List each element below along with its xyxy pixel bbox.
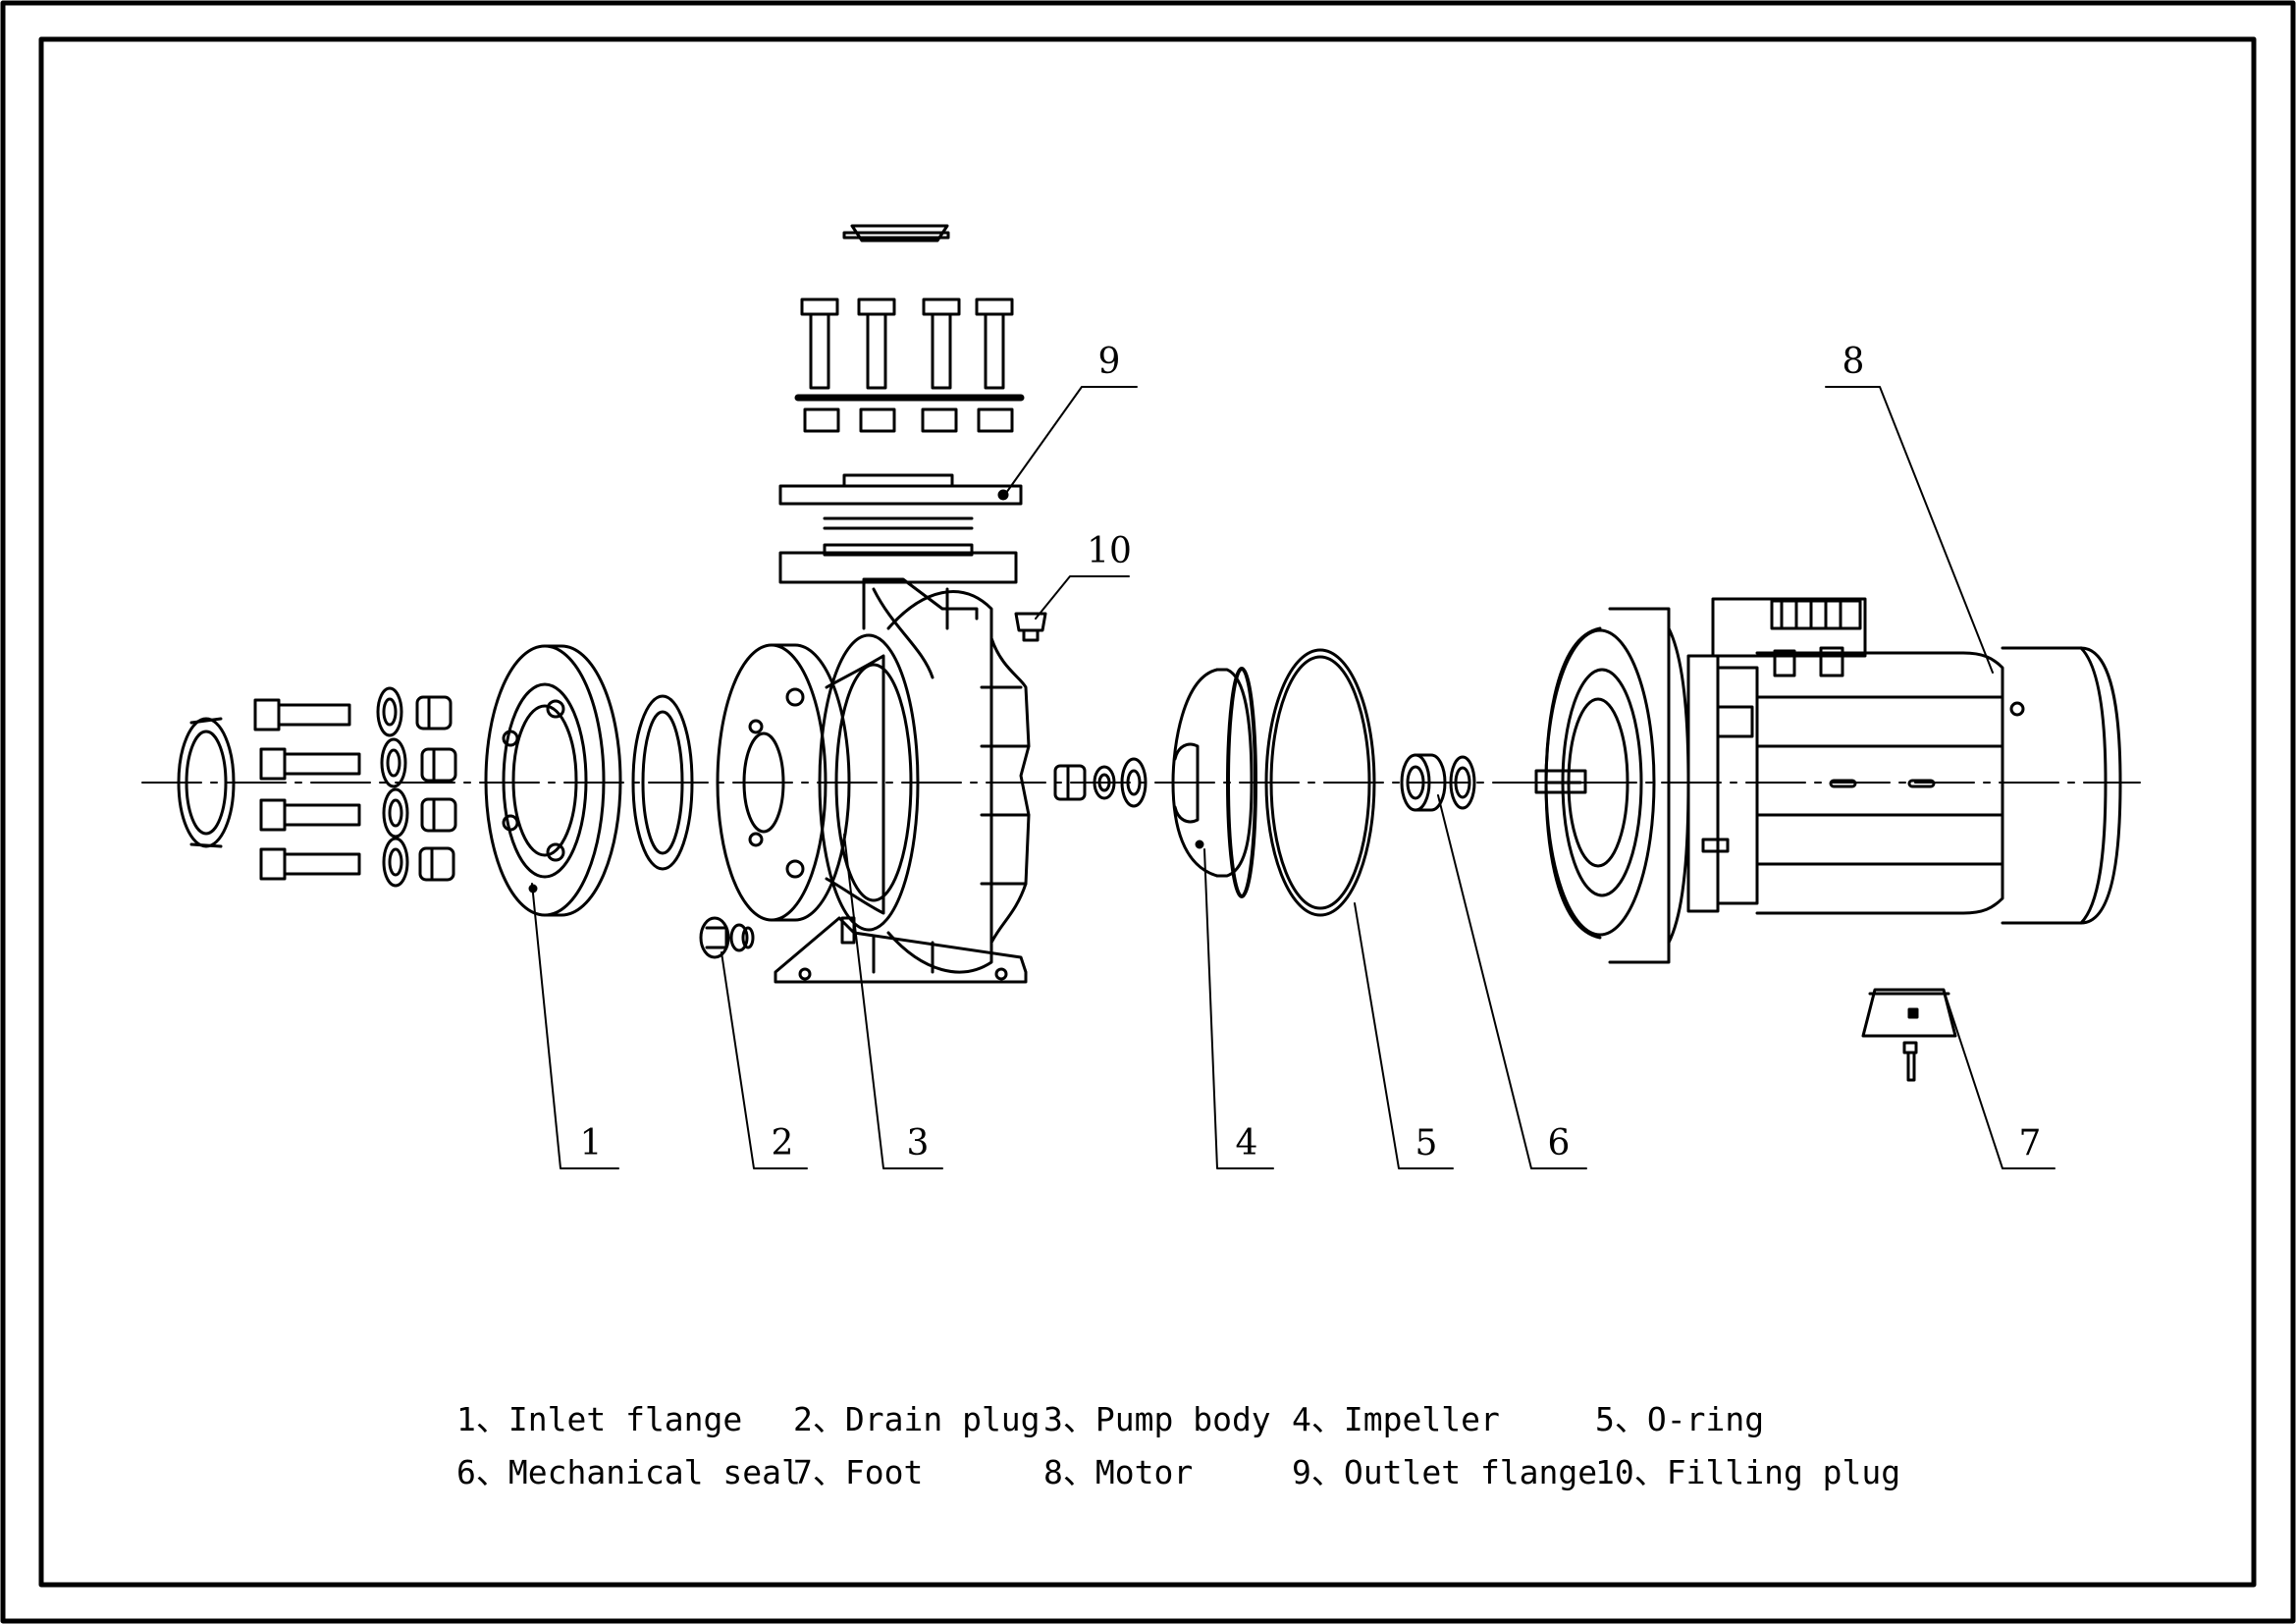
legend-item-impeller: 4、Impeller <box>1292 1400 1500 1438</box>
mechanical-seal <box>1400 753 1476 812</box>
callout-3: 3 <box>906 1123 930 1164</box>
outlet-bolts <box>800 298 1014 390</box>
callout-6: 6 <box>1547 1123 1571 1164</box>
legend-item-foot: 7、Foot <box>793 1453 924 1491</box>
impeller <box>1171 667 1257 898</box>
legend-item-drain-plug: 2、Drain plug <box>793 1400 1041 1438</box>
pipe-gasket-ring <box>177 717 236 848</box>
impeller-nut-washers <box>1053 757 1148 808</box>
legend-item-o-ring: 5、O-ring <box>1595 1400 1765 1438</box>
callout-10: 10 <box>1087 531 1132 571</box>
drain-plug <box>699 916 755 959</box>
pump-body <box>716 543 1031 984</box>
callout-2: 2 <box>771 1123 794 1164</box>
legend-item-motor: 8、Motor <box>1043 1453 1194 1491</box>
callout-9: 9 <box>1097 342 1121 382</box>
flange-bolts <box>253 698 361 881</box>
callout-7: 7 <box>2018 1123 2042 1164</box>
legend-item-pump-body: 3、Pump body <box>1043 1400 1271 1438</box>
inlet-flange <box>484 644 622 917</box>
legend-item-mechanical-seal: 6、Mechanical seal <box>456 1453 801 1491</box>
legend-item-outlet-flange: 9、Outlet flange <box>1292 1453 1598 1491</box>
callout-1: 1 <box>579 1123 603 1164</box>
flange-washers <box>376 686 409 888</box>
callout-5: 5 <box>1415 1123 1438 1164</box>
flange-nuts <box>415 695 457 882</box>
leader-lines <box>531 386 2056 1169</box>
inner-border <box>38 36 2257 1588</box>
legend-item-inlet-flange: 1、Inlet flange <box>456 1400 743 1438</box>
o-ring <box>1264 648 1376 917</box>
flange-gasket <box>631 694 694 871</box>
outlet-flange <box>778 224 1025 530</box>
callout-4: 4 <box>1235 1123 1258 1164</box>
filling-plug <box>1014 612 1047 642</box>
callout-8: 8 <box>1842 342 1865 382</box>
motor-foot <box>1861 988 1957 1082</box>
legend-item-filling-plug: 10、Filling plug <box>1595 1453 1901 1491</box>
motor <box>1534 597 2122 964</box>
